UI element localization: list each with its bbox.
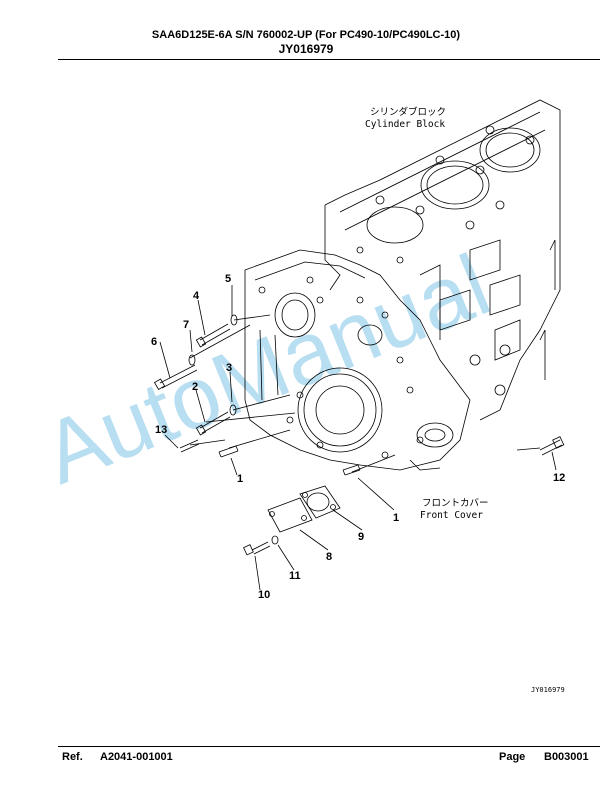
- drawing-id-label: JY016979: [531, 686, 565, 694]
- callout-11: 11: [289, 570, 301, 582]
- callout-9: 9: [358, 531, 364, 543]
- front-cover-label: Front Cover: [420, 510, 483, 521]
- callout-1-left: 1: [237, 473, 243, 485]
- leader-lines: [189, 314, 541, 473]
- callout-2: 2: [192, 381, 198, 393]
- callout-12: 12: [553, 472, 565, 484]
- page-value: B003001: [544, 751, 589, 763]
- ref-label: Ref.: [62, 751, 83, 763]
- cover-plate-and-gasket: [267, 485, 341, 533]
- cylinder-block-label-jp: シリンダブロック: [370, 106, 446, 118]
- callout-3: 3: [226, 362, 232, 374]
- front-cover-drawing: [244, 249, 471, 471]
- callout-4: 4: [193, 290, 200, 302]
- callout-10: 10: [258, 589, 270, 601]
- callout-7: 7: [183, 319, 189, 331]
- callout-5: 5: [225, 273, 231, 285]
- cylinder-block-drawing: [324, 99, 561, 421]
- callout-1-right: 1: [393, 512, 399, 524]
- header-divider: [58, 59, 600, 60]
- ref-value: A2041-001001: [100, 751, 173, 763]
- footer-divider: [58, 746, 600, 747]
- parts-diagram: AutoManual: [30, 99, 565, 694]
- page-label: Page: [499, 751, 526, 763]
- callout-8: 8: [326, 551, 332, 563]
- front-cover-label-jp: フロントカバー: [422, 498, 489, 509]
- callout-6: 6: [151, 336, 157, 348]
- cylinder-block-label: Cylinder Block: [365, 119, 445, 130]
- callout-13: 13: [155, 424, 167, 436]
- model-line: SAA6D125E-6A S/N 760002-UP (For PC490-10…: [151, 29, 461, 41]
- drawing-code: JY016979: [278, 42, 334, 56]
- fasteners: [153, 314, 565, 556]
- callout-leaders: [159, 285, 557, 591]
